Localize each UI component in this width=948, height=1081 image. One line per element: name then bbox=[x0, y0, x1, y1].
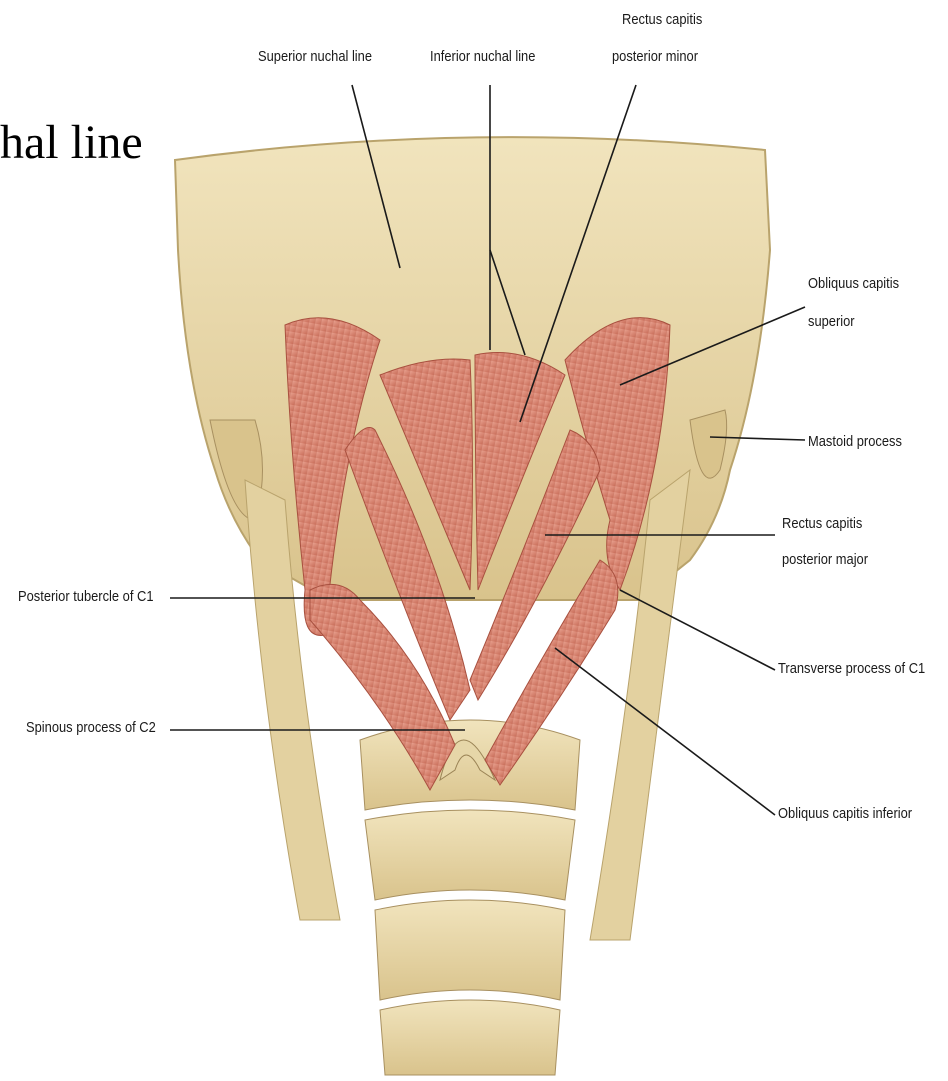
label-rcp-minor-line1: Rectus capitis bbox=[622, 8, 702, 32]
vertebra-c5 bbox=[380, 1000, 560, 1075]
label-obliquus-inferior: Obliquus capitis inferior bbox=[778, 802, 912, 826]
vertebra-c3 bbox=[365, 810, 575, 900]
overlay-text: hal line bbox=[0, 115, 143, 170]
vertebra-c4 bbox=[375, 900, 565, 1000]
label-superior-nuchal-line: Superior nuchal line bbox=[258, 45, 372, 69]
vertebra-c2 bbox=[360, 720, 580, 810]
label-spinous-process: Spinous process of C2 bbox=[26, 716, 156, 740]
label-transverse-process: Transverse process of C1 bbox=[778, 657, 925, 681]
leader-obliquus-inferior bbox=[555, 648, 775, 815]
label-rcp-major-line2: posterior major bbox=[782, 548, 868, 572]
label-mastoid-process: Mastoid process bbox=[808, 430, 902, 454]
label-posterior-tubercle: Posterior tubercle of C1 bbox=[18, 585, 154, 609]
label-inferior-nuchal-line: Inferior nuchal line bbox=[430, 45, 535, 69]
label-obliquus-superior-line2: superior bbox=[808, 310, 855, 334]
label-rcp-minor-line2: posterior minor bbox=[612, 45, 698, 69]
label-rcp-major-line1: Rectus capitis bbox=[782, 512, 862, 536]
label-obliquus-superior-line1: Obliquus capitis bbox=[808, 272, 899, 296]
